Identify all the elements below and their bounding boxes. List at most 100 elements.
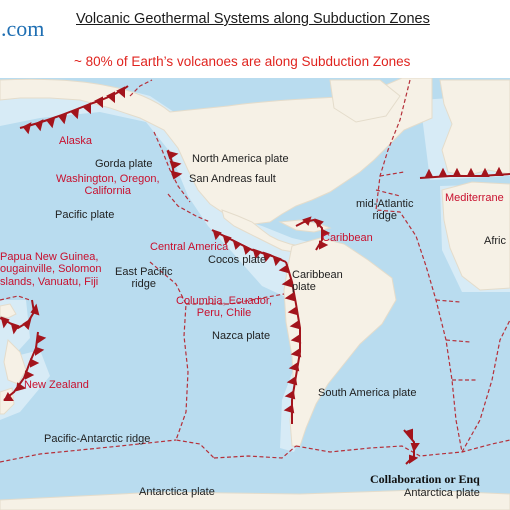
trench-tooth	[410, 443, 420, 453]
melanesia-island-land	[0, 303, 17, 319]
east-pacific-ridge-label: East Pacific ridge	[115, 266, 172, 291]
trench-tooth	[288, 362, 300, 372]
antarctica-plate-label-right: Antarctica plate	[404, 487, 480, 499]
map-subtitle: ~ 80% of Earth’s volcanoes are along Sub…	[74, 54, 411, 69]
antarctica-land	[0, 489, 510, 510]
pacific-northwest-line-2: California	[84, 185, 131, 198]
trench-tooth	[34, 119, 44, 132]
trench-tooth	[466, 167, 476, 177]
mid-atlantic-ridge-line-1: mid-Atlantic	[356, 198, 414, 210]
trench-tooth	[22, 122, 32, 135]
caribbean-plate-line-1: Caribbean	[292, 269, 343, 281]
antarctic-plate-boundary-line	[295, 439, 510, 457]
trench-tooth	[25, 370, 35, 380]
melanesia-line-2: ougainville, Solomon	[0, 263, 102, 276]
trench-tooth	[10, 322, 20, 335]
trench-tooth	[70, 107, 80, 120]
pacific-plate-label: Pacific plate	[55, 209, 115, 221]
north-pacific-boundary-line	[129, 79, 153, 97]
trench-tooth	[22, 317, 32, 330]
trench-tooth	[106, 91, 115, 104]
melanesia-label: Papua New Guinea, ougainville, Solomon s…	[0, 251, 102, 288]
trench-tooth	[212, 229, 222, 241]
africa-boundary-line	[461, 319, 510, 453]
trench-tooth	[262, 251, 272, 263]
caribbean-plate-line-2: plate	[292, 281, 316, 294]
pacific-northwest-line-1: Washington, Oregon,	[56, 173, 160, 185]
trench-tooth	[15, 382, 27, 392]
san-andreas-fault-line	[153, 131, 191, 203]
trench-tooth	[232, 239, 242, 250]
map-title: Volcanic Geothermal Systems along Subduc…	[76, 11, 430, 27]
mid-atlantic-ridge-line-2: ridge	[372, 210, 397, 223]
trench-tooth	[289, 320, 301, 330]
pacific-antarctic-ridge-label: Pacific-Antarctic ridge	[44, 433, 151, 445]
central-america-label: Central America	[150, 241, 229, 253]
trench-tooth	[284, 390, 296, 400]
andes-label: Columbia, Ecuador, Peru, Chile	[176, 295, 272, 320]
new-zealand-label: New Zealand	[24, 379, 89, 391]
subduction-zones	[0, 85, 510, 465]
trench-tooth	[319, 240, 329, 250]
trench-tooth	[283, 404, 295, 414]
trench-tooth	[46, 116, 56, 129]
trench-tooth	[494, 166, 504, 176]
ridges	[0, 79, 510, 463]
land-masses	[0, 77, 510, 510]
pacific-antarctic-ridge-line	[0, 439, 177, 463]
trench-tooth	[222, 234, 232, 246]
nazca-plate-label: Nazca plate	[212, 330, 271, 342]
antarctica-plate-label-left: Antarctica plate	[139, 486, 215, 498]
trench-tooth	[281, 278, 293, 288]
trench-tooth	[284, 292, 296, 302]
trench-tooth	[94, 96, 103, 109]
mid-atlantic-ridge-label: mid-Atlantic ridge	[356, 198, 413, 223]
trench-tooth	[290, 334, 302, 344]
east-pacific-ridge-line-2: ridge	[131, 278, 156, 291]
east-pacific-ridge-line	[149, 261, 215, 459]
melanesia-line-3: slands, Vanuatu, Fiji	[0, 275, 99, 288]
cuba-land	[278, 219, 332, 233]
mediterranean-label: Mediterrane	[445, 192, 504, 204]
alaska-label: Alaska	[59, 135, 93, 147]
trench-tooth	[3, 392, 14, 401]
san-andreas-fault-label: San Andreas fault	[189, 173, 276, 185]
trench-tooth	[452, 167, 462, 177]
andes-line-1: Columbia, Ecuador,	[176, 295, 272, 307]
cocos-boundary-line	[167, 193, 211, 223]
africa-land	[441, 181, 510, 291]
africa-plate-label: Afric	[484, 235, 506, 247]
mid-atlantic-ridge-line	[375, 79, 463, 453]
cocos-plate-label: Cocos plate	[208, 254, 267, 266]
trench-tooth	[272, 255, 282, 267]
trench-tooth	[116, 86, 125, 99]
south-america-plate-label: South America plate	[318, 387, 417, 399]
trench-tooth	[30, 358, 40, 368]
trench-tooth	[30, 303, 40, 316]
trench-tooth	[169, 160, 182, 170]
east-pacific-ridge-line-1: East Pacific	[115, 266, 173, 278]
domain-fragment: .com	[1, 16, 45, 41]
trench-tooth	[82, 102, 91, 115]
trench-tooth	[252, 248, 262, 260]
trench-tooth	[166, 150, 179, 160]
trench-tooth	[290, 348, 302, 358]
trench-tooth	[314, 218, 324, 228]
greenland-land	[329, 79, 401, 123]
trench-tooth	[37, 334, 47, 344]
trench-tooth	[302, 216, 312, 226]
melanesia-line-1: Papua New Guinea,	[0, 251, 99, 263]
trench-tooth	[409, 454, 419, 464]
kermadec-trench	[3, 331, 39, 401]
title-bar	[0, 0, 510, 78]
trench-tooth	[480, 167, 490, 177]
trench-tooth	[242, 244, 252, 255]
caribbean-plate-label: Caribbean plate	[292, 269, 343, 294]
andes-line-2: Peru, Chile	[196, 307, 252, 320]
trench-tooth	[287, 306, 299, 316]
trench-tooth	[321, 228, 331, 238]
trench-tooth	[35, 346, 45, 356]
southwest-pacific-ridge-line	[0, 295, 31, 301]
